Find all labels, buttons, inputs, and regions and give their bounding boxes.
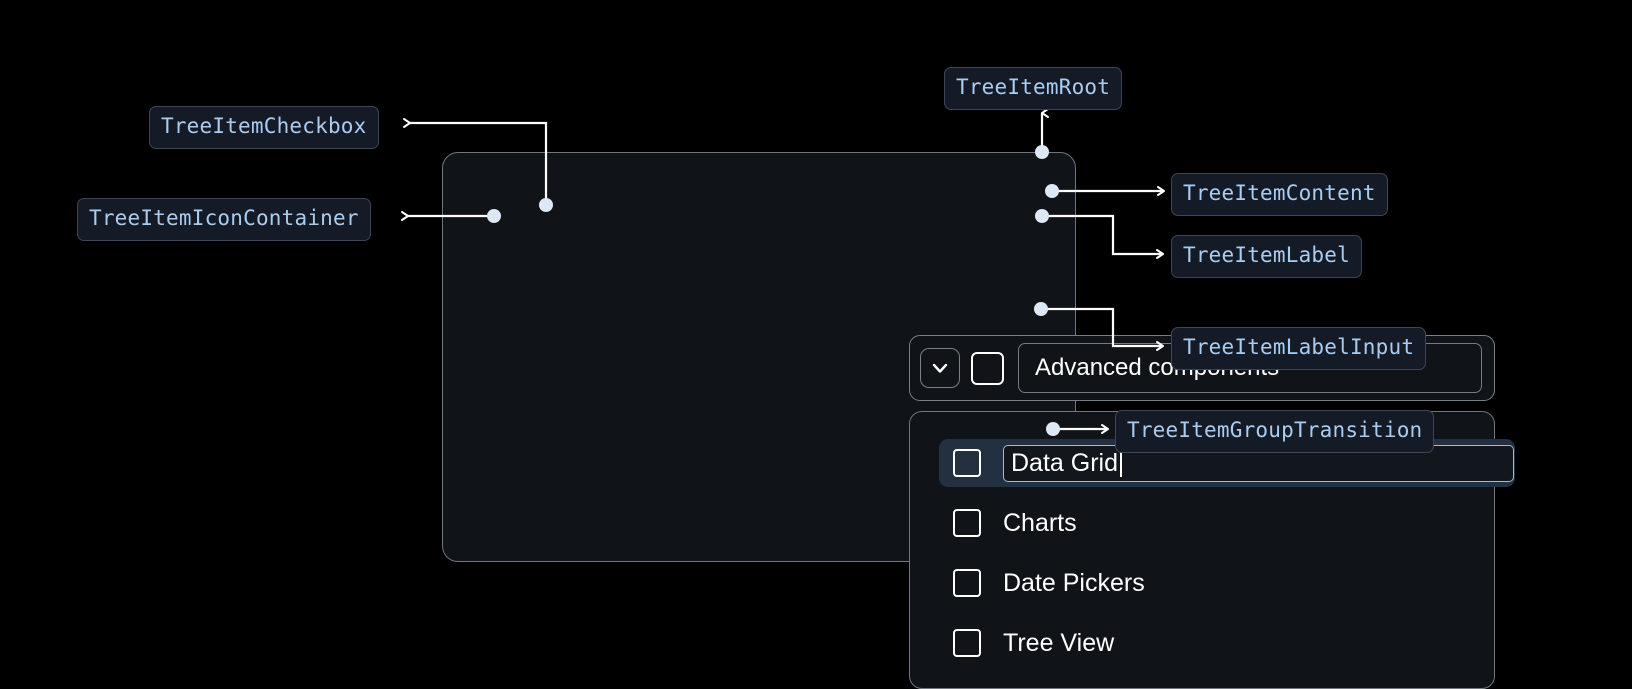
- tree-item-row-tree-view[interactable]: Tree View: [910, 619, 1494, 667]
- annotation-chip-tree-item-content: TreeItemContent: [1171, 173, 1388, 216]
- tree-item-label: Charts: [1003, 508, 1077, 537]
- annotation-chip-tree-item-icon-container: TreeItemIconContainer: [77, 198, 371, 241]
- tree-item-checkbox[interactable]: [953, 509, 981, 537]
- chevron-down-icon: [927, 355, 953, 381]
- tree-item-root: Advanced components Data Grid Charts Dat…: [442, 152, 1515, 689]
- tree-item-group-transition: Data Grid Charts Date Pickers Tree View: [909, 411, 1515, 689]
- annotated-tree-view-diagram: Advanced components Data Grid Charts Dat…: [77, 67, 1515, 689]
- annotation-chip-tree-item-label: TreeItemLabel: [1171, 235, 1362, 278]
- annotation-chip-tree-item-label-input: TreeItemLabelInput: [1171, 327, 1427, 370]
- text-caret: [1119, 449, 1122, 477]
- tree-item-row-date-pickers[interactable]: Date Pickers: [910, 559, 1494, 607]
- annotation-chip-tree-item-group-transition: TreeItemGroupTransition: [1115, 410, 1435, 453]
- annotation-chip-tree-item-root: TreeItemRoot: [944, 67, 1123, 110]
- tree-item-label: Date Pickers: [1003, 568, 1145, 597]
- tree-item-label-input-value: Data Grid: [1011, 448, 1118, 477]
- tree-item-checkbox[interactable]: [953, 569, 981, 597]
- tree-item-checkbox[interactable]: [953, 449, 981, 477]
- tree-item-row-charts[interactable]: Charts: [910, 499, 1494, 547]
- tree-item-checkbox[interactable]: [971, 351, 1004, 385]
- tree-item-label: Tree View: [1003, 628, 1115, 657]
- tree-item-icon-container[interactable]: [920, 348, 960, 388]
- tree-item-checkbox[interactable]: [953, 629, 981, 657]
- annotation-chip-tree-item-checkbox: TreeItemCheckbox: [149, 106, 379, 149]
